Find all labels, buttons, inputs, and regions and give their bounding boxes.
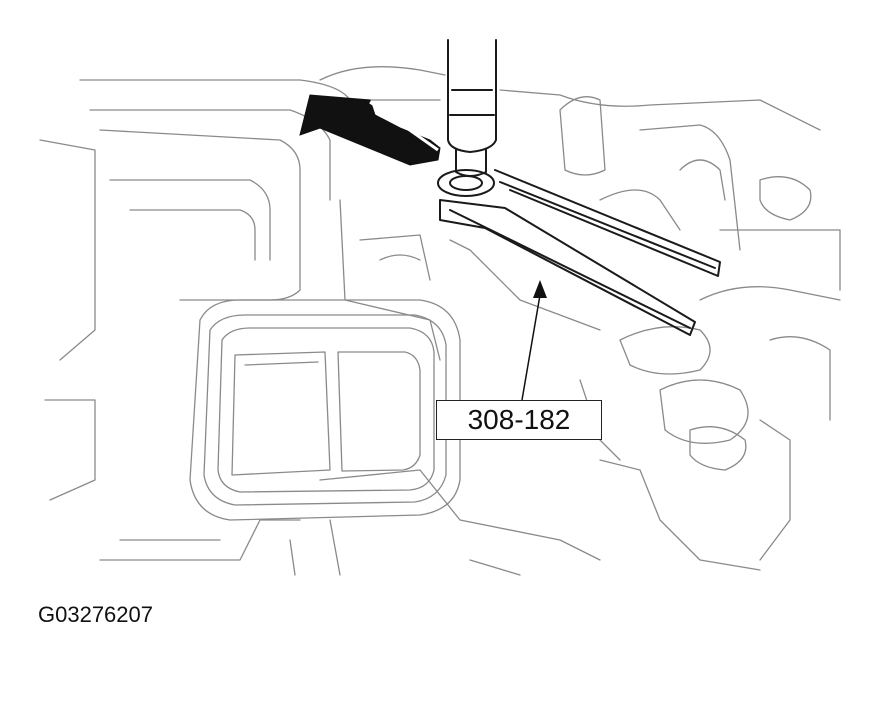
tool-number-callout: 308-182 (436, 400, 602, 440)
transmission-pan (189, 299, 461, 521)
special-tool-bar (439, 169, 721, 336)
callout-leader (521, 280, 547, 401)
socket-driver (437, 39, 497, 197)
tool-number-label: 308-182 (467, 404, 571, 435)
pointer-arrow (299, 94, 441, 166)
figure-id: G03276207 (38, 602, 153, 627)
casting-outlines (39, 66, 841, 576)
